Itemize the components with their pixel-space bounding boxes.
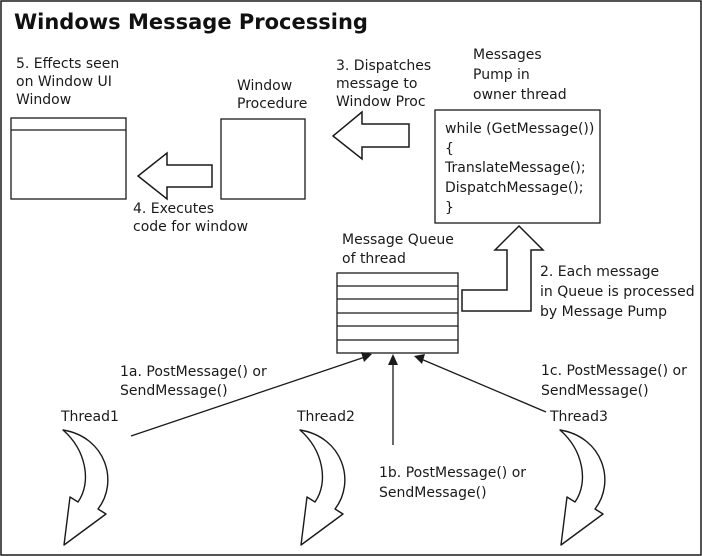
window-procedure-box [220,118,306,200]
post-message-1a-label: 1a. PostMessage() or SendMessage() [120,364,271,399]
dispatches-label: 3. Dispatches message to Window Proc [336,58,436,110]
thread1-message-line [130,352,372,437]
thread3-curl-arrow [559,429,606,546]
message-queue-label: Message Queue of thread [342,232,458,267]
thread2-message-line [388,354,398,445]
processed-label: 2. Each message in Queue is processed by… [540,264,699,320]
thread3-label: Thread3 [549,409,608,425]
diagram-title: Windows Message Processing [14,10,368,34]
message-pump-label: Messages Pump in owner thread [473,47,567,103]
thread3-message-line [414,354,547,413]
window-procedure-label: Window Procedure [237,78,307,112]
thread2-curl-arrow [299,429,346,546]
message-pump-box [434,109,601,224]
window-ui-box [10,117,127,200]
executes-label: 4. Executes code for window [133,201,248,235]
message-pump-code: while (GetMessage()) { TranslateMessage(… [444,121,599,216]
dispatch-arrow [331,110,410,161]
effects-label: 5. Effects seen on Window UI Window [16,56,124,108]
thread1-label: Thread1 [60,409,119,425]
process-arrow [461,224,545,312]
message-queue [336,272,459,354]
thread1-curl-arrow [62,429,109,546]
execute-arrow [136,151,213,201]
post-message-1b-label: 1b. PostMessage() or SendMessage() [379,465,531,501]
post-message-1c-label: 1c. PostMessage() or SendMessage() [541,363,691,399]
thread2-label: Thread2 [296,409,355,425]
